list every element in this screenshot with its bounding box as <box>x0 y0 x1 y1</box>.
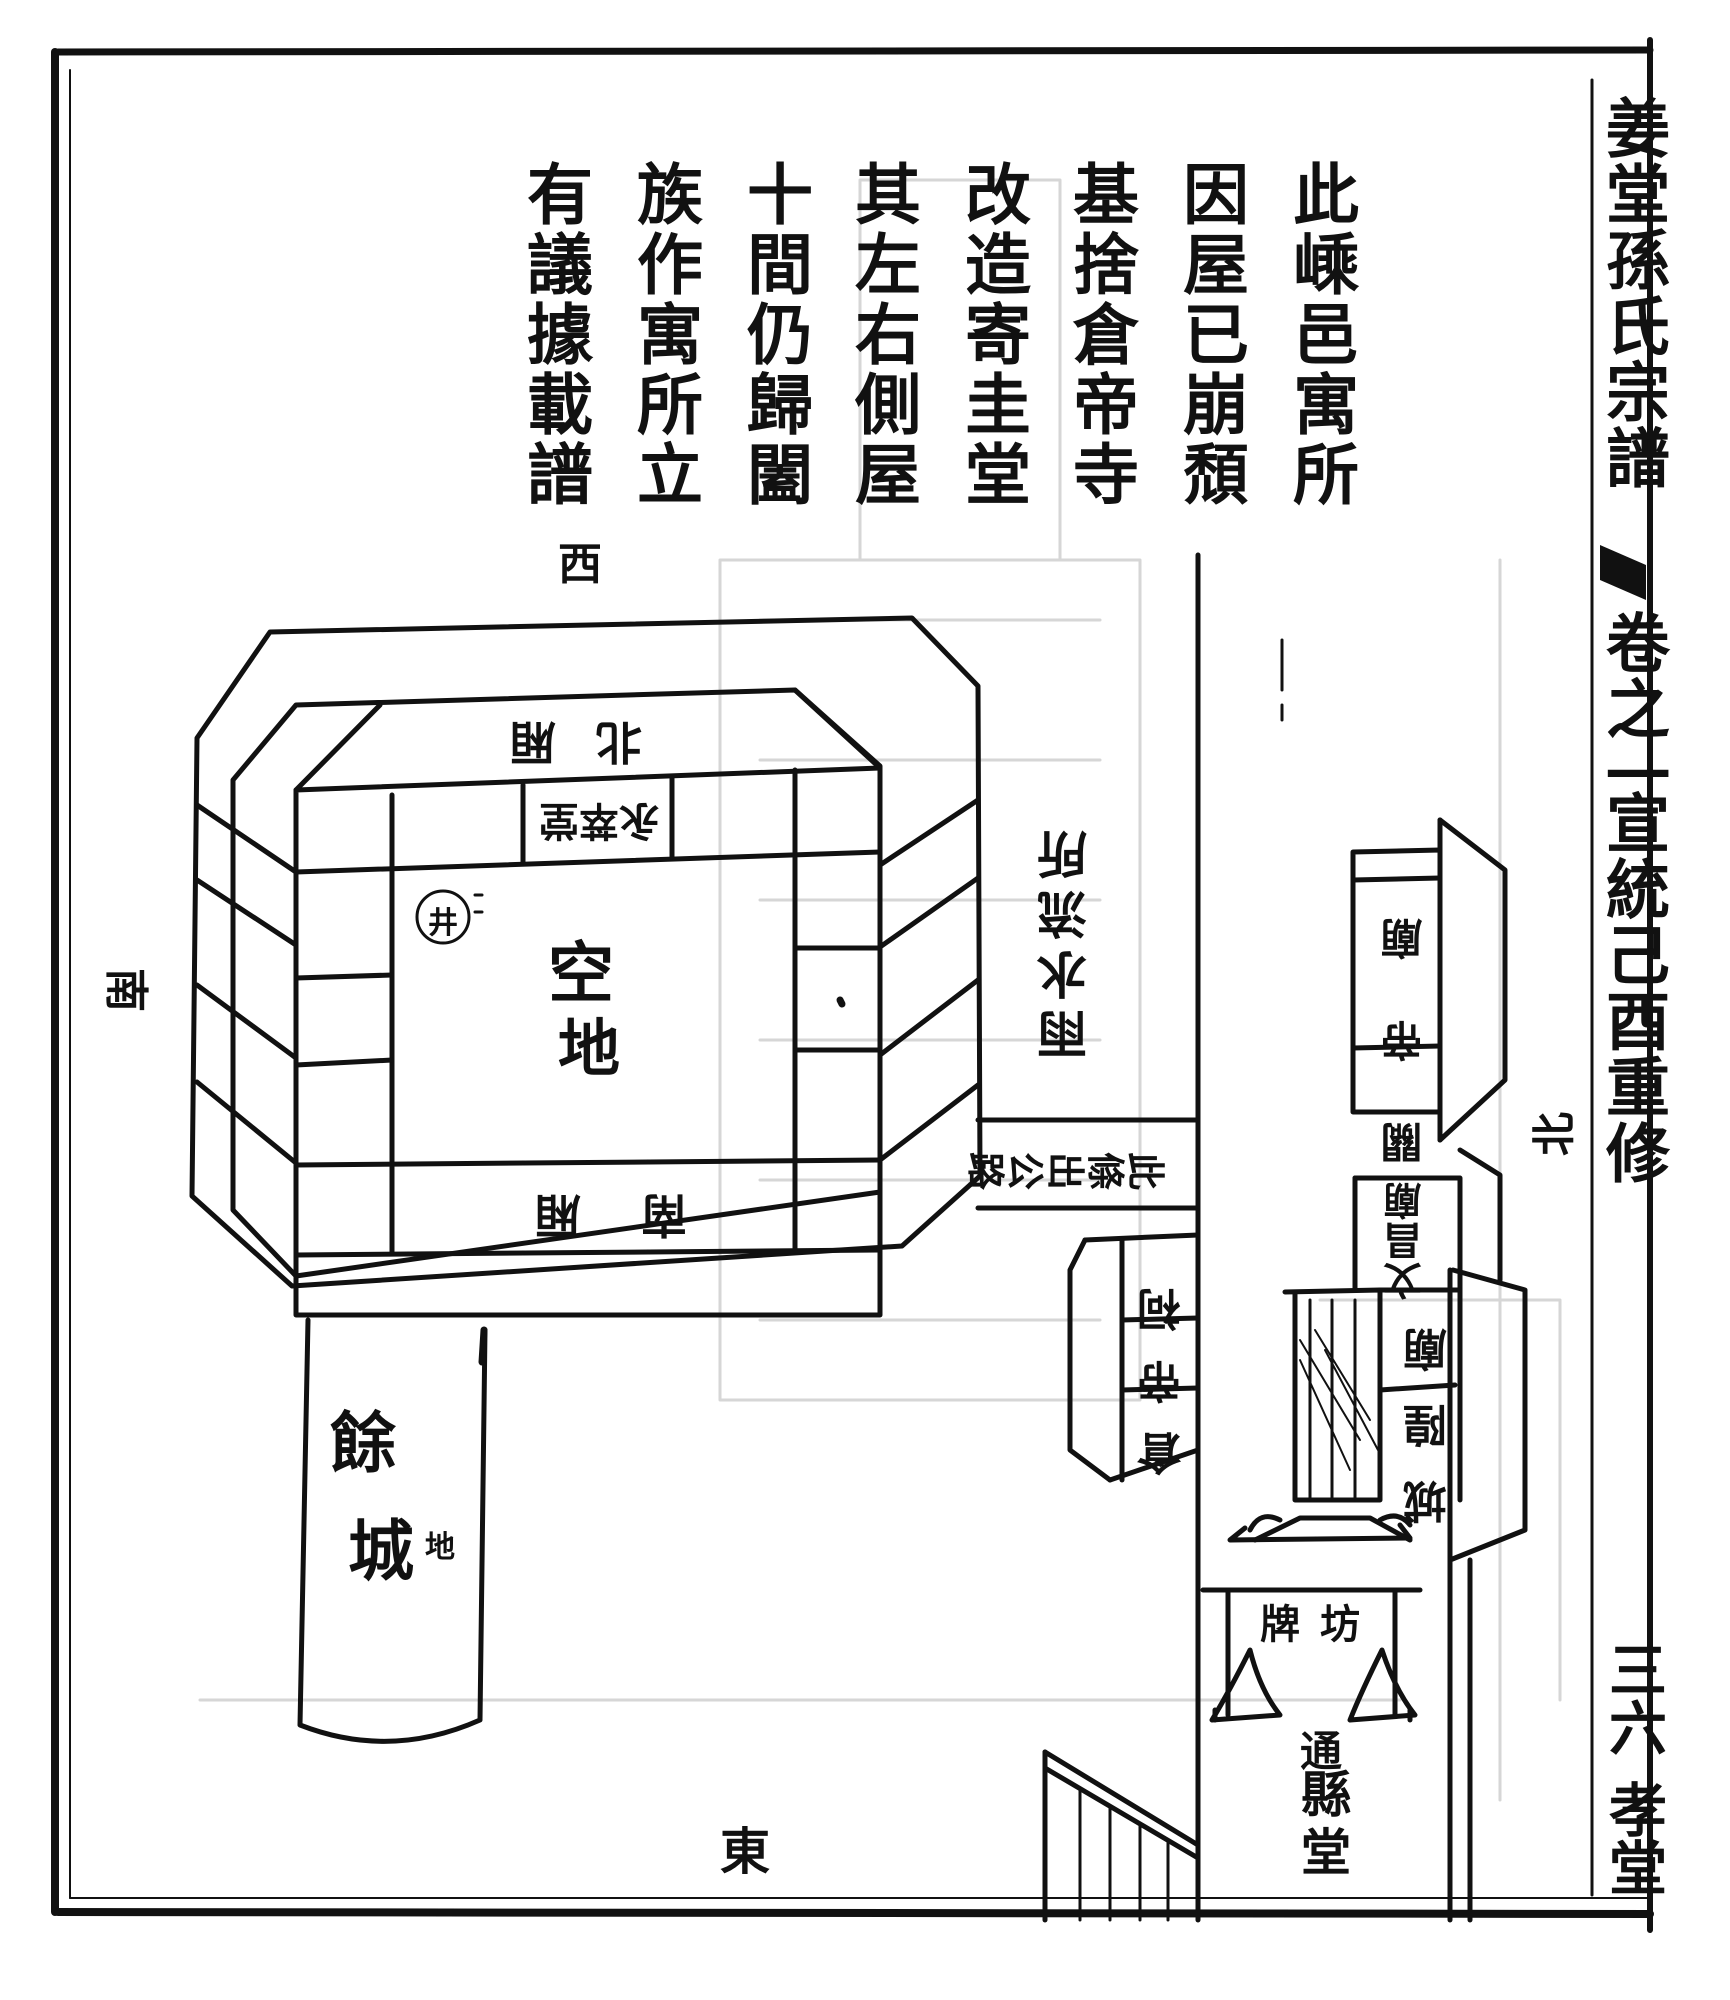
outer-octagon-wall <box>189 615 983 1289</box>
label-county-hall: 縣堂 <box>1293 1768 1352 1884</box>
label-open-ground-1: 空 <box>548 934 614 1012</box>
label-yongcui-hall: 永萃堂 <box>539 797 659 844</box>
cangdi-shrine-drawing <box>1067 1232 1201 1483</box>
label-county-hall-prefix: 通 <box>1300 1727 1343 1776</box>
compass-south: 南 <box>100 968 151 1012</box>
label-open-ground-2: 地 <box>558 1012 621 1085</box>
note-column: 基捨倉帝寺 <box>1062 160 1140 510</box>
margin-colophon: 宣統己酉重修 <box>1595 790 1670 1186</box>
page-frame <box>51 37 1654 1933</box>
note-column: 族作寓所立 <box>626 160 704 510</box>
note-column: 因屋已崩頹 <box>1172 160 1250 510</box>
label-south-wing: 南厢 <box>475 1188 687 1242</box>
label-rain-gutter: 雨水流所 <box>1036 820 1095 1060</box>
margin-volume: 卷之一 <box>1595 610 1670 808</box>
compass-west: 西 <box>558 539 602 590</box>
label-well: 井 <box>428 906 458 941</box>
margin-genealogy-title: 姜堂孫氏宗譜 <box>1595 95 1670 491</box>
guandi-temple-drawing <box>1350 817 1508 1143</box>
note-column: 改造寄圭堂 <box>954 160 1032 510</box>
main-compound <box>189 615 983 1318</box>
chenghuang-temple-drawing <box>1282 1147 1528 1923</box>
note-column: 有議據載譜 <box>516 160 594 510</box>
label-yucheng-3: 地 <box>425 1530 455 1565</box>
label-guandi-temple: 關帝廟 <box>1380 858 1429 1164</box>
label-public-road: 此條出公路 <box>965 1145 1166 1191</box>
label-chenghuang-temple: 城隍廟 <box>1404 1296 1455 1524</box>
stairs-drawing <box>1042 1749 1201 1923</box>
note-column: 此嵊邑寓所 <box>1282 160 1360 510</box>
note-column: 其左右側屋 <box>844 160 922 510</box>
margin-separator-block <box>1600 545 1646 600</box>
label-yucheng-2: 城 <box>348 1512 414 1590</box>
margin-hall-name: 孝堂 <box>1599 1780 1667 1896</box>
label-north-wing: 北厢 <box>470 715 642 769</box>
margin-page-number: 三六 <box>1599 1640 1667 1756</box>
label-yucheng-1: 餘 <box>330 1404 396 1482</box>
note-column: 十間仍歸闔 <box>736 160 814 510</box>
well-circle <box>415 889 471 945</box>
label-cangdi-shrine: 倉帝祠 <box>1138 1260 1189 1476</box>
compass-north: 北 <box>1529 1112 1580 1156</box>
yucheng-extension <box>297 1317 488 1744</box>
label-wenchang-temple: 文昌廟 <box>1383 1180 1428 1300</box>
memorial-arch-drawing <box>1200 1513 1423 1723</box>
compass-east: 東 <box>720 1822 770 1881</box>
inner-rectangle <box>293 765 883 1318</box>
label-memorial-arch: 牌坊 <box>1260 1601 1380 1648</box>
